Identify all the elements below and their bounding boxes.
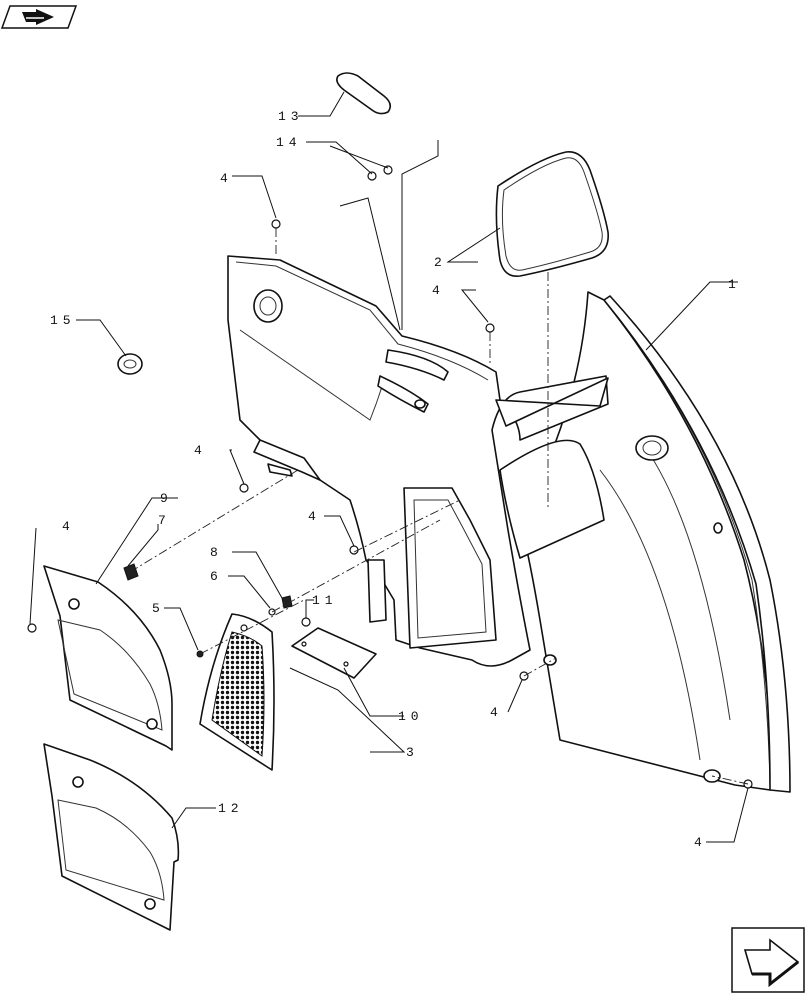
part-12-cover (43, 743, 180, 931)
label-part-4-top: 4 (220, 171, 233, 186)
label-part-14: 14 (276, 135, 302, 150)
label-part-7: 7 (158, 513, 171, 528)
part-14-nuts (367, 165, 393, 181)
label-part-4-left: 4 (62, 519, 75, 534)
label-part-4-upper-right: 4 (432, 283, 445, 298)
label-part-3: 3 (406, 745, 419, 760)
label-part-8: 8 (210, 545, 223, 560)
label-part-10: 10 (398, 709, 424, 724)
label-part-15: 15 (50, 313, 76, 328)
back-arrow-icon[interactable] (0, 5, 78, 29)
next-arrow-icon[interactable] (731, 927, 805, 993)
label-part-2: 2 (434, 255, 447, 270)
label-part-4-bottom-right: 4 (694, 835, 707, 850)
inner-trim-panel (227, 255, 609, 667)
label-part-5: 5 (152, 601, 165, 616)
label-part-11: 11 (312, 593, 338, 608)
leader-lines (29, 91, 749, 843)
part-10-plate (291, 627, 377, 679)
part-4-screws (27, 219, 753, 789)
part-7-clip (123, 563, 139, 581)
label-part-1: 1 (728, 277, 741, 292)
part-2-pad (495, 151, 609, 277)
label-part-9: 9 (160, 491, 173, 506)
part-3-mesh-grille (199, 613, 275, 771)
part-15-grommet (117, 353, 143, 375)
label-part-4-lower: 4 (490, 705, 503, 720)
label-part-13: 13 (278, 109, 304, 124)
label-part-4-center: 4 (308, 509, 321, 524)
part-13-grip (336, 72, 392, 115)
label-part-6: 6 (210, 569, 223, 584)
assembly-lines (129, 228, 749, 785)
label-part-12: 12 (218, 801, 244, 816)
part-1-fender-panel (519, 291, 791, 793)
part-labels: 1 2 3 4 4 4 4 4 4 4 5 6 7 8 9 10 11 12 1… (50, 109, 741, 850)
part-9-cover (43, 565, 173, 751)
label-part-4-middle: 4 (194, 443, 207, 458)
part-11-screw (301, 617, 311, 627)
